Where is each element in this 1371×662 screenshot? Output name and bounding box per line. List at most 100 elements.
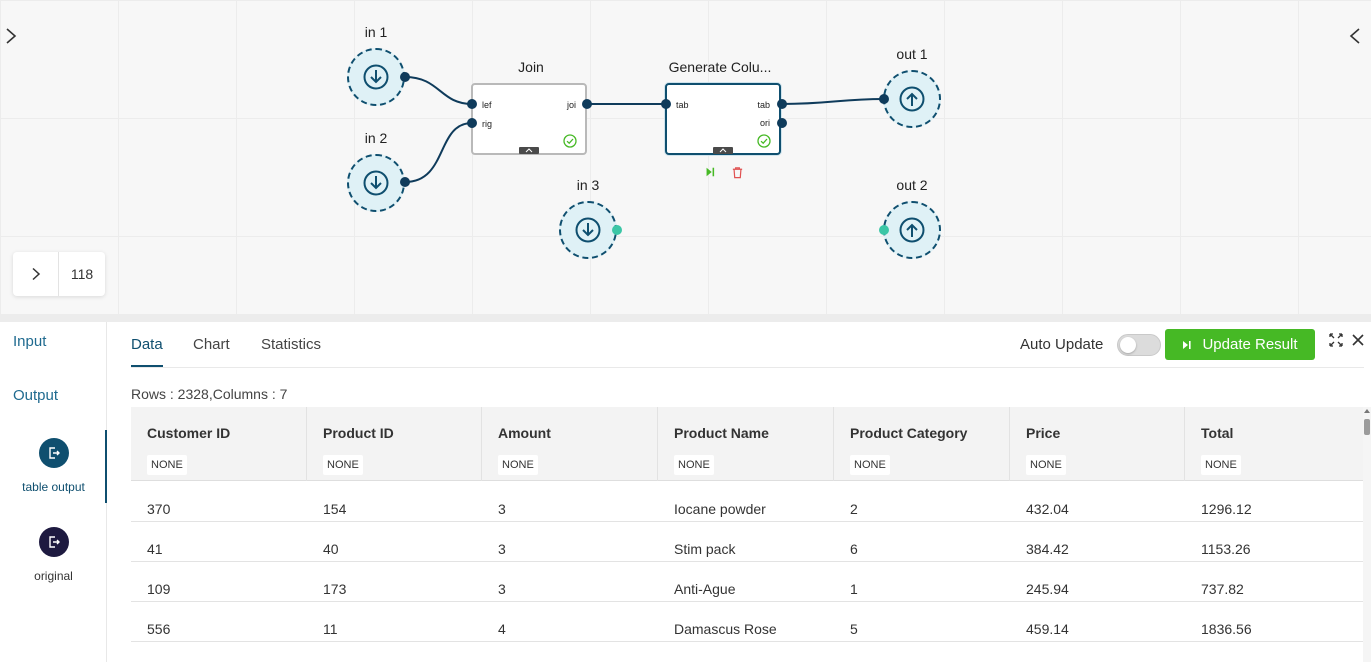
column-type-badge[interactable]: NONE	[850, 455, 890, 475]
port-label: tab	[676, 100, 689, 110]
tab-chart[interactable]: Chart	[193, 336, 230, 353]
scrollbar-thumb[interactable]	[1364, 419, 1370, 435]
output-port[interactable]	[400, 177, 410, 187]
table-cell: 173	[323, 581, 347, 597]
column-header[interactable]: Product Category NONE	[834, 407, 1010, 481]
table-cell: 245.94	[1026, 581, 1069, 597]
port-label: rig	[482, 119, 493, 129]
table-row[interactable]: 109 173 3 Anti-Ague 1 245.94 737.82	[131, 562, 1363, 602]
table-cell: 3	[498, 541, 506, 557]
input-node-in2[interactable]	[347, 154, 405, 212]
output-node-out1[interactable]	[883, 70, 941, 128]
column-header[interactable]: Total NONE	[1185, 407, 1363, 481]
sidebar-input-link[interactable]: Input	[13, 333, 47, 350]
column-name: Product Category	[850, 425, 968, 441]
sidebar-item-original[interactable]: original	[0, 527, 107, 583]
table-cell: 370	[147, 501, 171, 517]
column-name: Amount	[498, 425, 551, 441]
output-node-out2[interactable]	[883, 201, 941, 259]
scroll-up-icon[interactable]	[1363, 407, 1371, 415]
join-node[interactable]: lef rig joi	[471, 83, 587, 155]
table-cell: Damascus Rose	[674, 621, 777, 637]
zoom-toggle-button[interactable]	[13, 252, 59, 296]
input-port-unconnected[interactable]	[879, 225, 889, 235]
output-port-table[interactable]	[777, 99, 787, 109]
column-type-badge[interactable]: NONE	[498, 455, 538, 475]
table-cell: 5	[850, 621, 858, 637]
sidebar-item-label: table output	[22, 480, 85, 494]
chevron-right-icon	[31, 267, 40, 281]
column-type-badge[interactable]: NONE	[147, 455, 187, 475]
table-cell: 2	[850, 501, 858, 517]
table-row[interactable]: 370 154 3 Iocane powder 2 432.04 1296.12	[131, 482, 1363, 522]
table-cell: 109	[147, 581, 171, 597]
upload-icon	[899, 217, 925, 243]
column-header[interactable]: Product ID NONE	[307, 407, 482, 481]
table-header: Customer ID NONE Product ID NONE Amount …	[131, 407, 1363, 481]
column-name: Product ID	[323, 425, 394, 441]
table-cell: Stim pack	[674, 541, 736, 557]
output-port-join[interactable]	[582, 99, 592, 109]
download-icon	[575, 217, 601, 243]
update-result-label: Update Result	[1202, 336, 1298, 353]
input-port[interactable]	[879, 94, 889, 104]
port-label: joi	[566, 100, 576, 110]
tabs-divider	[131, 367, 1364, 368]
output-port-original[interactable]	[777, 118, 787, 128]
auto-update-toggle[interactable]	[1117, 334, 1161, 356]
input-node-label: in 2	[364, 130, 388, 146]
input-port-left[interactable]	[467, 99, 477, 109]
output-port[interactable]	[400, 72, 410, 82]
input-port-table[interactable]	[661, 99, 671, 109]
panel-resize-handle[interactable]	[0, 314, 1371, 322]
column-header[interactable]: Price NONE	[1010, 407, 1185, 481]
table-cell: 1296.12	[1201, 501, 1252, 517]
run-node-button[interactable]	[703, 165, 717, 179]
workflow-canvas[interactable]: in 1 in 2 in 3 Join lef rig joi	[0, 0, 1371, 314]
table-cell: 154	[323, 501, 347, 517]
table-cell: 384.42	[1026, 541, 1069, 557]
table-cell: 1	[850, 581, 858, 597]
sidebar-item-table-output[interactable]: table output	[0, 438, 107, 494]
table-cell: 11	[323, 621, 338, 637]
column-type-badge[interactable]: NONE	[1026, 455, 1066, 475]
column-type-badge[interactable]: NONE	[674, 455, 714, 475]
input-node-in1[interactable]	[347, 48, 405, 106]
sidebar-output-link[interactable]: Output	[13, 387, 59, 404]
expand-node-button[interactable]	[713, 147, 733, 154]
tab-statistics[interactable]: Statistics	[261, 336, 322, 353]
fullscreen-icon[interactable]	[1329, 333, 1343, 347]
column-header[interactable]: Amount NONE	[482, 407, 658, 481]
tab-data[interactable]: Data	[131, 336, 163, 367]
expand-right-panel-button[interactable]	[1344, 22, 1366, 50]
column-type-badge[interactable]: NONE	[323, 455, 363, 475]
table-row[interactable]: 41 40 3 Stim pack 6 384.42 1153.26	[131, 522, 1363, 562]
chevron-left-icon	[1349, 28, 1360, 44]
output-port-badge	[38, 527, 69, 557]
row-column-count: Rows : 2328,Columns : 7	[131, 386, 288, 402]
table-scrollbar[interactable]	[1363, 407, 1371, 662]
close-icon[interactable]	[1351, 333, 1365, 347]
column-name: Price	[1026, 425, 1061, 441]
expand-left-panel-button[interactable]	[0, 22, 22, 50]
wire-generate-out1	[781, 98, 885, 105]
update-result-button[interactable]: Update Result	[1165, 329, 1315, 360]
generate-node-title: Generate Colu...	[668, 59, 772, 75]
zoom-control: 118	[13, 252, 105, 296]
port-label: lef	[482, 100, 492, 110]
expand-node-button[interactable]	[519, 147, 539, 154]
output-node-label: out 1	[896, 46, 928, 62]
column-type-badge[interactable]: NONE	[1201, 455, 1241, 475]
column-name: Customer ID	[147, 425, 231, 441]
input-node-in3[interactable]	[559, 201, 617, 259]
port-label: tab	[757, 100, 770, 110]
trash-icon	[732, 166, 742, 178]
input-port-right[interactable]	[467, 118, 477, 128]
delete-node-button[interactable]	[730, 165, 744, 179]
logout-icon	[48, 447, 60, 459]
column-header[interactable]: Product Name NONE	[658, 407, 834, 481]
generate-column-node[interactable]: tab tab ori	[665, 83, 781, 155]
table-row[interactable]: 556 11 4 Damascus Rose 5 459.14 1836.56	[131, 602, 1363, 642]
column-header[interactable]: Customer ID NONE	[131, 407, 307, 481]
output-port-unconnected[interactable]	[612, 225, 622, 235]
